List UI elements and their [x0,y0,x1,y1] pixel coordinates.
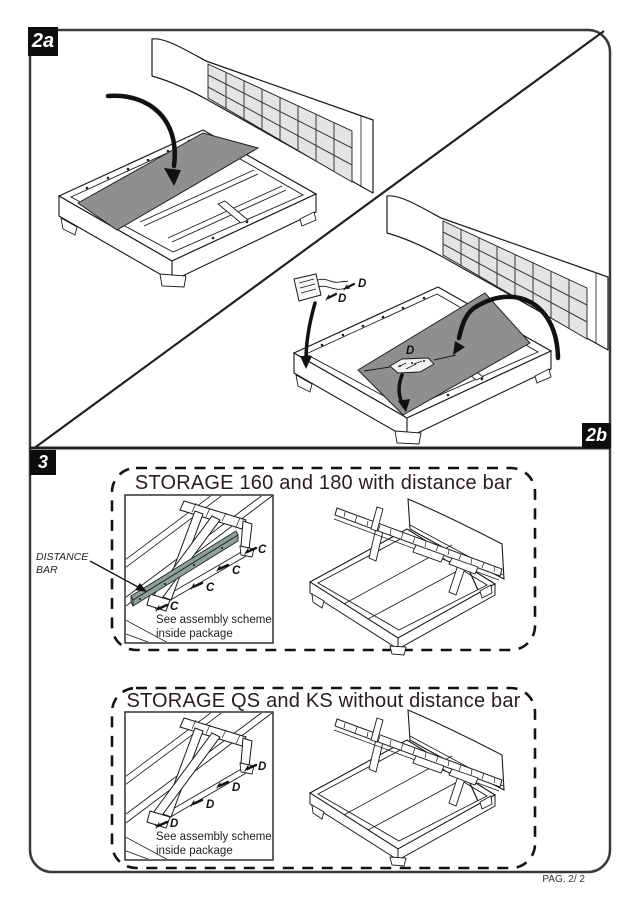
open-bed-2 [309,709,505,867]
diagonal-divider-line [32,30,605,450]
hardware-label-2b-1: D [358,278,367,290]
screw-label-c3: C [206,582,215,594]
screw-label-c2: C [232,565,241,577]
screw-label-c4: C [170,601,179,613]
rotate-panel-arrowhead [453,341,465,355]
hinge-arrowhead [300,356,312,369]
storage-panel-2-outline [110,686,537,870]
page-number: PAG. 2/ 2 [542,874,585,885]
panel-1-title: STORAGE 160 and 180 with distance bar [134,472,513,494]
bed-2a-illustration [58,38,374,288]
mechanism-1 [126,496,272,642]
distance-bar [130,530,239,607]
distance-bar-callout: DISTANCE BAR [36,551,89,576]
screw-label-d4: D [170,818,179,830]
distance-bar-callout-arrow [89,560,147,592]
panel-bracket-detail [363,354,457,374]
open-bed-1 [309,498,505,656]
screw-label-c1: C [258,544,267,556]
storage-panel-1-outline [110,466,537,652]
panel-1-note-line1: See assembly scheme [156,614,272,626]
hardware-label-2b-3: D [406,345,415,357]
step-2a-label: 2a [28,27,58,56]
bed-2a-base-panel [77,132,260,231]
rotate-panel-arrow [456,294,561,361]
panel-1-note-line2: inside package [156,628,233,640]
screw-label-d3: D [206,799,215,811]
step-2b-label: 2b [582,423,611,448]
hinge-detail [293,273,356,302]
place-panel-arrow [105,93,178,169]
hardware-label-2b-2: D [338,293,347,305]
screw-label-d1: D [258,761,267,773]
panel-2-note-line1: See assembly scheme [156,831,272,843]
hinge-arrow [304,301,317,362]
panel-2-title: STORAGE QS and KS without distance bar [126,690,521,712]
bracket-arrowhead [398,399,410,412]
bed-2b-illustration [293,195,609,445]
step-3-label: 3 [30,450,56,475]
screw-label-d2: D [232,782,241,794]
panel-2-note-line2: inside package [156,845,233,857]
place-panel-arrowhead [164,168,181,186]
